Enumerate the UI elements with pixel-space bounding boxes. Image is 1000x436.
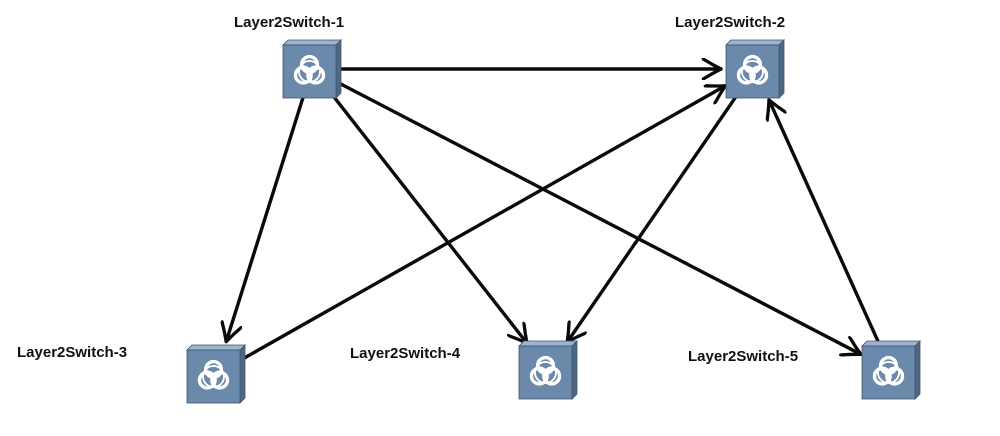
label-layer2switch-2: Layer2Switch-2 — [675, 14, 786, 31]
node-layer2switch-2[interactable] — [725, 39, 785, 99]
label-layer2switch-4: Layer2Switch-4 — [350, 345, 461, 362]
node-layer2switch-5[interactable] — [861, 340, 921, 400]
links-layer — [226, 69, 881, 361]
label-layer2switch-1: Layer2Switch-1 — [234, 14, 345, 31]
biohazard-icon — [872, 355, 905, 386]
label-layer2switch-5: Layer2Switch-5 — [688, 348, 799, 365]
biohazard-icon — [736, 54, 769, 85]
link-sw3-sw2 — [240, 84, 728, 361]
biohazard-icon — [197, 359, 230, 390]
link-sw1-sw5 — [336, 81, 863, 354]
link-sw1-sw4 — [328, 90, 529, 345]
link-sw2-sw4 — [565, 92, 740, 344]
link-sw5-sw2 — [769, 98, 881, 345]
biohazard-icon — [529, 355, 562, 386]
link-sw1-sw3 — [226, 95, 305, 344]
node-layer2switch-1[interactable] — [282, 39, 342, 99]
node-layer2switch-4[interactable] — [518, 340, 578, 400]
node-layer2switch-3[interactable] — [186, 344, 246, 404]
biohazard-icon — [293, 54, 326, 85]
label-layer2switch-3: Layer2Switch-3 — [17, 344, 128, 361]
